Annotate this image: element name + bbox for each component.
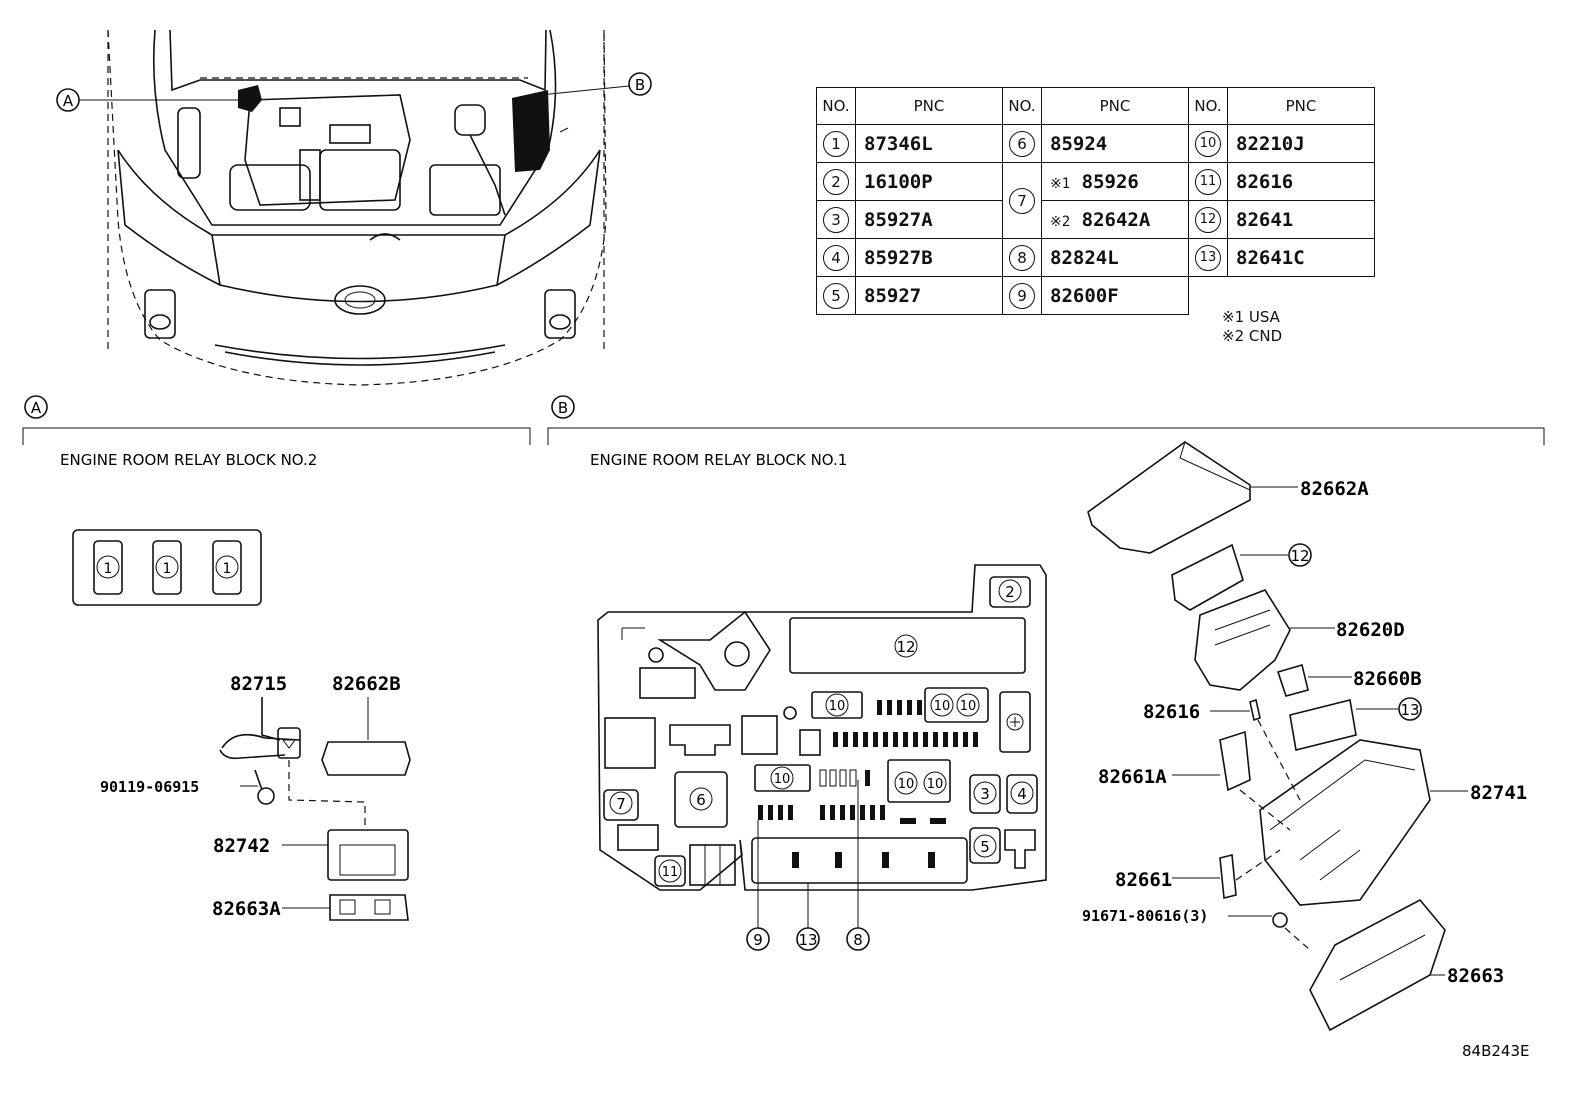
car-front-illustration [107,29,607,386]
table-row: 2 16100P 7 ※1 85926 11 82616 [816,162,1375,239]
svg-text:11: 11 [662,865,679,880]
callout-a-top: A [56,88,240,112]
section-b-header: B ENGINE ROOM RELAY BLOCK NO.1 [547,395,1545,469]
table-row: 4 85927B 8 82824L 13 82641C [816,238,1375,277]
block1-title: ENGINE ROOM RELAY BLOCK NO.1 [590,451,847,469]
part-82663: 82663 [1447,965,1504,987]
part-82741: 82741 [1470,782,1527,804]
part-82620D: 82620D [1336,619,1405,641]
mini-fuse-rows [758,700,978,824]
section-a-header: A ENGINE ROOM RELAY BLOCK NO.2 [22,395,531,469]
part-82616: 82616 [1143,701,1200,723]
block2-title: ENGINE ROOM RELAY BLOCK NO.2 [60,451,317,469]
part-91671-80616: 91671-80616(3) [1082,907,1208,925]
svg-text:5: 5 [980,838,990,856]
part-82660B: 82660B [1353,668,1422,690]
part-82742: 82742 [213,835,270,857]
table-row: 1 87346L 6 85924 10 82210J [816,124,1375,163]
block2-relay-panel: 1 1 1 [72,529,262,606]
exploded-part-labels: 82662A 12 82620D 82660B 82616 13 82661A … [1082,478,1527,987]
block2-exploded-parts [219,697,411,921]
svg-text:A: A [31,399,42,417]
part-82663A: 82663A [212,898,281,920]
svg-text:2: 2 [1005,583,1015,601]
svg-text:B: B [558,399,568,417]
part-82715: 82715 [230,673,287,695]
svg-text:1: 1 [104,561,113,577]
svg-text:10: 10 [774,772,791,787]
svg-text:12: 12 [896,638,915,656]
svg-text:B: B [635,76,645,94]
svg-text:6: 6 [696,791,706,809]
header-no-2: NO. [1002,87,1042,125]
svg-text:1: 1 [223,561,232,577]
svg-text:12: 12 [1290,547,1309,565]
part-82661: 82661 [1115,869,1172,891]
svg-text:7: 7 [616,795,626,813]
header-pnc-1: PNC [855,87,1003,125]
diagram-id: 84B243E [1462,1042,1530,1060]
svg-text:10: 10 [829,699,846,714]
block1-circled-labels: 2 12 10 10 10 10 10 10 6 7 3 4 5 11 9 13… [609,579,1034,951]
block2-part-labels: 82715 82662B 90119-06915 82742 82663A [100,673,401,920]
svg-text:13: 13 [798,931,817,949]
svg-text:3: 3 [980,785,990,803]
svg-text:10: 10 [960,699,977,714]
table-row: 3 85927A ※2 82642A 12 82641 [816,200,1375,239]
table-row: 5 85927 9 82600F [816,276,1375,315]
note-usa: ※1 USA [1222,308,1280,326]
svg-text:10: 10 [898,777,915,792]
block1-exploded-view [1087,441,1468,1032]
part-82662A: 82662A [1300,478,1369,500]
svg-text:10: 10 [934,699,951,714]
header-pnc-3: PNC [1227,87,1375,125]
note-cnd: ※2 CND [1222,327,1283,345]
svg-text:8: 8 [853,931,863,949]
header-pnc-2: PNC [1041,87,1189,125]
part-90119-06915: 90119-06915 [100,778,199,796]
part-82662B: 82662B [332,673,401,695]
part-82661A: 82661A [1098,766,1167,788]
header-no-3: NO. [1188,87,1228,125]
block1-panel [597,564,1047,928]
svg-text:4: 4 [1017,785,1027,803]
svg-text:13: 13 [1400,701,1419,719]
callout-b-top: B [539,72,652,96]
svg-text:10: 10 [927,777,944,792]
pnc-table: NO. PNC NO. PNC NO. PNC 1 87346L 6 85924… [816,87,1375,315]
svg-text:1: 1 [163,561,172,577]
svg-text:A: A [63,92,74,110]
header-no-1: NO. [816,87,856,125]
svg-text:9: 9 [753,931,763,949]
